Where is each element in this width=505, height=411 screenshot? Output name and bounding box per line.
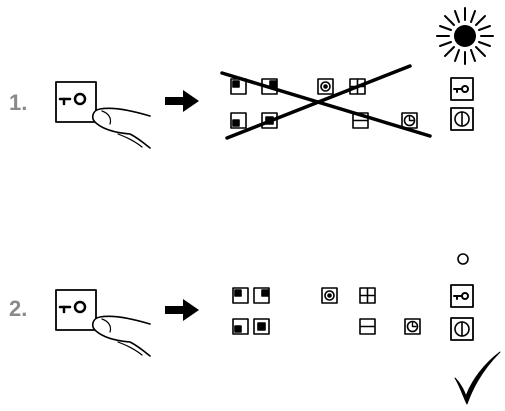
power-icon [450, 107, 474, 131]
power-icon [450, 317, 474, 341]
square-center-icon [253, 318, 270, 335]
step-2-row [55, 253, 501, 405]
key-lock-icon [55, 289, 97, 331]
step-1-number: 1. [9, 90, 28, 115]
split-top-right-icon [253, 287, 270, 304]
clock-icon [404, 318, 421, 335]
minus-icon [352, 112, 369, 129]
cross-out-icon [220, 64, 432, 140]
flashing-sun-icon [436, 7, 494, 65]
side-key-lock-icon [450, 77, 474, 101]
pressing-finger-icon [91, 315, 151, 357]
side-key-lock-icon [450, 284, 474, 308]
fan-icon [321, 287, 338, 304]
button-panel-unlocked [232, 287, 421, 335]
key-lock-icon [55, 81, 97, 123]
step-2-number: 2. [9, 296, 28, 321]
minus-icon [359, 318, 376, 335]
arrow-right-icon [165, 299, 199, 321]
step-1-row [55, 7, 494, 149]
clock-icon [401, 112, 418, 129]
arrow-right-icon [165, 90, 199, 112]
split-top-left-icon [232, 287, 249, 304]
circle-icon [457, 253, 469, 265]
split-bottom-left-icon [230, 112, 247, 129]
pressing-finger-icon [91, 107, 151, 149]
fan-icon [317, 78, 334, 95]
checkmark-icon [454, 351, 501, 405]
plus-icon [359, 287, 376, 304]
split-bottom-left-icon [232, 318, 249, 335]
